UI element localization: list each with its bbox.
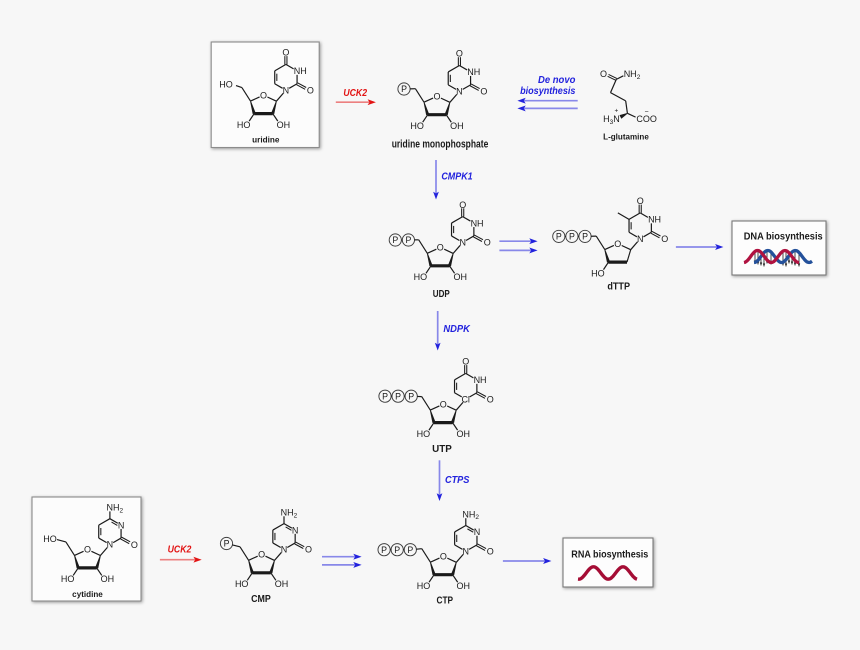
svg-text:UDP: UDP xyxy=(433,289,450,300)
svg-text:HO: HO xyxy=(237,120,251,130)
svg-text:HO: HO xyxy=(414,272,428,282)
svg-text:N: N xyxy=(281,545,288,555)
svg-text:O: O xyxy=(84,545,91,555)
svg-text:NH: NH xyxy=(474,375,487,385)
svg-text:N: N xyxy=(456,87,463,97)
svg-text:NH: NH xyxy=(294,66,307,76)
svg-text:O: O xyxy=(600,69,607,79)
svg-text:NH2: NH2 xyxy=(462,509,479,521)
svg-text:P: P xyxy=(401,84,407,94)
svg-text:N: N xyxy=(283,85,290,95)
svg-text:RNA biosynthesis: RNA biosynthesis xyxy=(571,549,648,560)
svg-text:N: N xyxy=(292,525,299,535)
svg-text:P: P xyxy=(224,539,230,549)
svg-text:COO: COO xyxy=(636,114,657,124)
svg-text:De novo: De novo xyxy=(538,74,576,86)
svg-text:O: O xyxy=(282,48,289,58)
svg-text:O: O xyxy=(440,552,447,562)
svg-text:P: P xyxy=(405,235,411,245)
svg-text:O: O xyxy=(614,239,621,249)
svg-text:P: P xyxy=(556,232,562,242)
svg-text:O: O xyxy=(661,234,668,244)
svg-text:OH: OH xyxy=(101,574,115,584)
svg-text:HO: HO xyxy=(410,121,424,131)
svg-text:O: O xyxy=(437,243,444,253)
svg-text:P: P xyxy=(582,232,588,242)
svg-text:O: O xyxy=(258,550,265,560)
svg-text:O: O xyxy=(487,547,494,557)
svg-text:CTPS: CTPS xyxy=(445,475,470,486)
svg-text:biosynthesis: biosynthesis xyxy=(520,85,575,97)
svg-text:P: P xyxy=(569,232,575,242)
svg-text:dTTP: dTTP xyxy=(607,281,630,292)
svg-text:P: P xyxy=(408,391,414,401)
svg-text:NH: NH xyxy=(467,67,480,77)
svg-text:OH: OH xyxy=(277,120,291,130)
svg-text:P: P xyxy=(394,545,400,555)
svg-text:O: O xyxy=(307,86,314,96)
svg-text:H3N: H3N xyxy=(603,114,620,126)
svg-text:O: O xyxy=(305,545,312,555)
svg-text:O: O xyxy=(462,357,469,367)
svg-text:CTP: CTP xyxy=(437,595,454,606)
svg-text:OH: OH xyxy=(453,272,467,282)
svg-text:uridine monophosphate: uridine monophosphate xyxy=(392,139,489,151)
svg-text:HO: HO xyxy=(417,581,431,591)
svg-text:L-glutamine: L-glutamine xyxy=(603,132,649,142)
svg-text:NDPK: NDPK xyxy=(443,324,470,335)
svg-text:N: N xyxy=(463,547,470,557)
svg-text:HO: HO xyxy=(219,80,233,90)
svg-text:O: O xyxy=(131,540,138,550)
svg-text:OH: OH xyxy=(457,581,471,591)
svg-text:O: O xyxy=(484,238,491,248)
svg-text:−: − xyxy=(644,109,648,116)
svg-text:CMP: CMP xyxy=(251,594,271,605)
svg-text:UTP: UTP xyxy=(432,444,452,455)
svg-text:OH: OH xyxy=(450,121,464,131)
svg-text:O: O xyxy=(459,200,466,210)
svg-text:Cl: Cl xyxy=(461,394,470,404)
svg-text:O: O xyxy=(487,395,494,405)
svg-text:DNA biosynthesis: DNA biosynthesis xyxy=(744,232,823,243)
svg-text:uridine: uridine xyxy=(252,136,280,145)
svg-text:UCK2: UCK2 xyxy=(343,88,367,99)
svg-text:OH: OH xyxy=(275,579,289,589)
svg-text:O: O xyxy=(440,399,447,409)
svg-text:N: N xyxy=(474,527,481,537)
svg-text:N: N xyxy=(459,238,466,248)
svg-text:O: O xyxy=(433,92,440,102)
svg-text:O: O xyxy=(260,90,267,100)
svg-text:O: O xyxy=(456,49,463,59)
svg-text:NH: NH xyxy=(648,215,661,225)
svg-text:cytidine: cytidine xyxy=(72,590,103,599)
svg-text:N: N xyxy=(637,234,644,244)
svg-text:CMPK1: CMPK1 xyxy=(441,172,473,183)
svg-text:HO: HO xyxy=(61,574,75,584)
svg-text:N: N xyxy=(118,520,125,530)
svg-text:OH: OH xyxy=(456,429,470,439)
svg-text:O: O xyxy=(637,196,644,206)
svg-text:+: + xyxy=(615,108,619,115)
svg-text:HO: HO xyxy=(43,534,57,544)
svg-text:HO: HO xyxy=(591,268,605,278)
svg-text:P: P xyxy=(407,545,413,555)
svg-text:P: P xyxy=(382,391,388,401)
svg-text:NH2: NH2 xyxy=(107,503,124,515)
svg-text:P: P xyxy=(381,545,387,555)
svg-text:HO: HO xyxy=(417,429,431,439)
svg-text:NH: NH xyxy=(471,218,484,228)
svg-text:P: P xyxy=(395,391,401,401)
svg-text:UCK2: UCK2 xyxy=(168,544,192,555)
svg-text:O: O xyxy=(480,87,487,97)
svg-text:NH2: NH2 xyxy=(281,508,298,520)
svg-text:P: P xyxy=(392,235,398,245)
svg-text:HO: HO xyxy=(235,579,249,589)
svg-text:N: N xyxy=(107,540,114,550)
svg-text:NH2: NH2 xyxy=(624,69,641,81)
